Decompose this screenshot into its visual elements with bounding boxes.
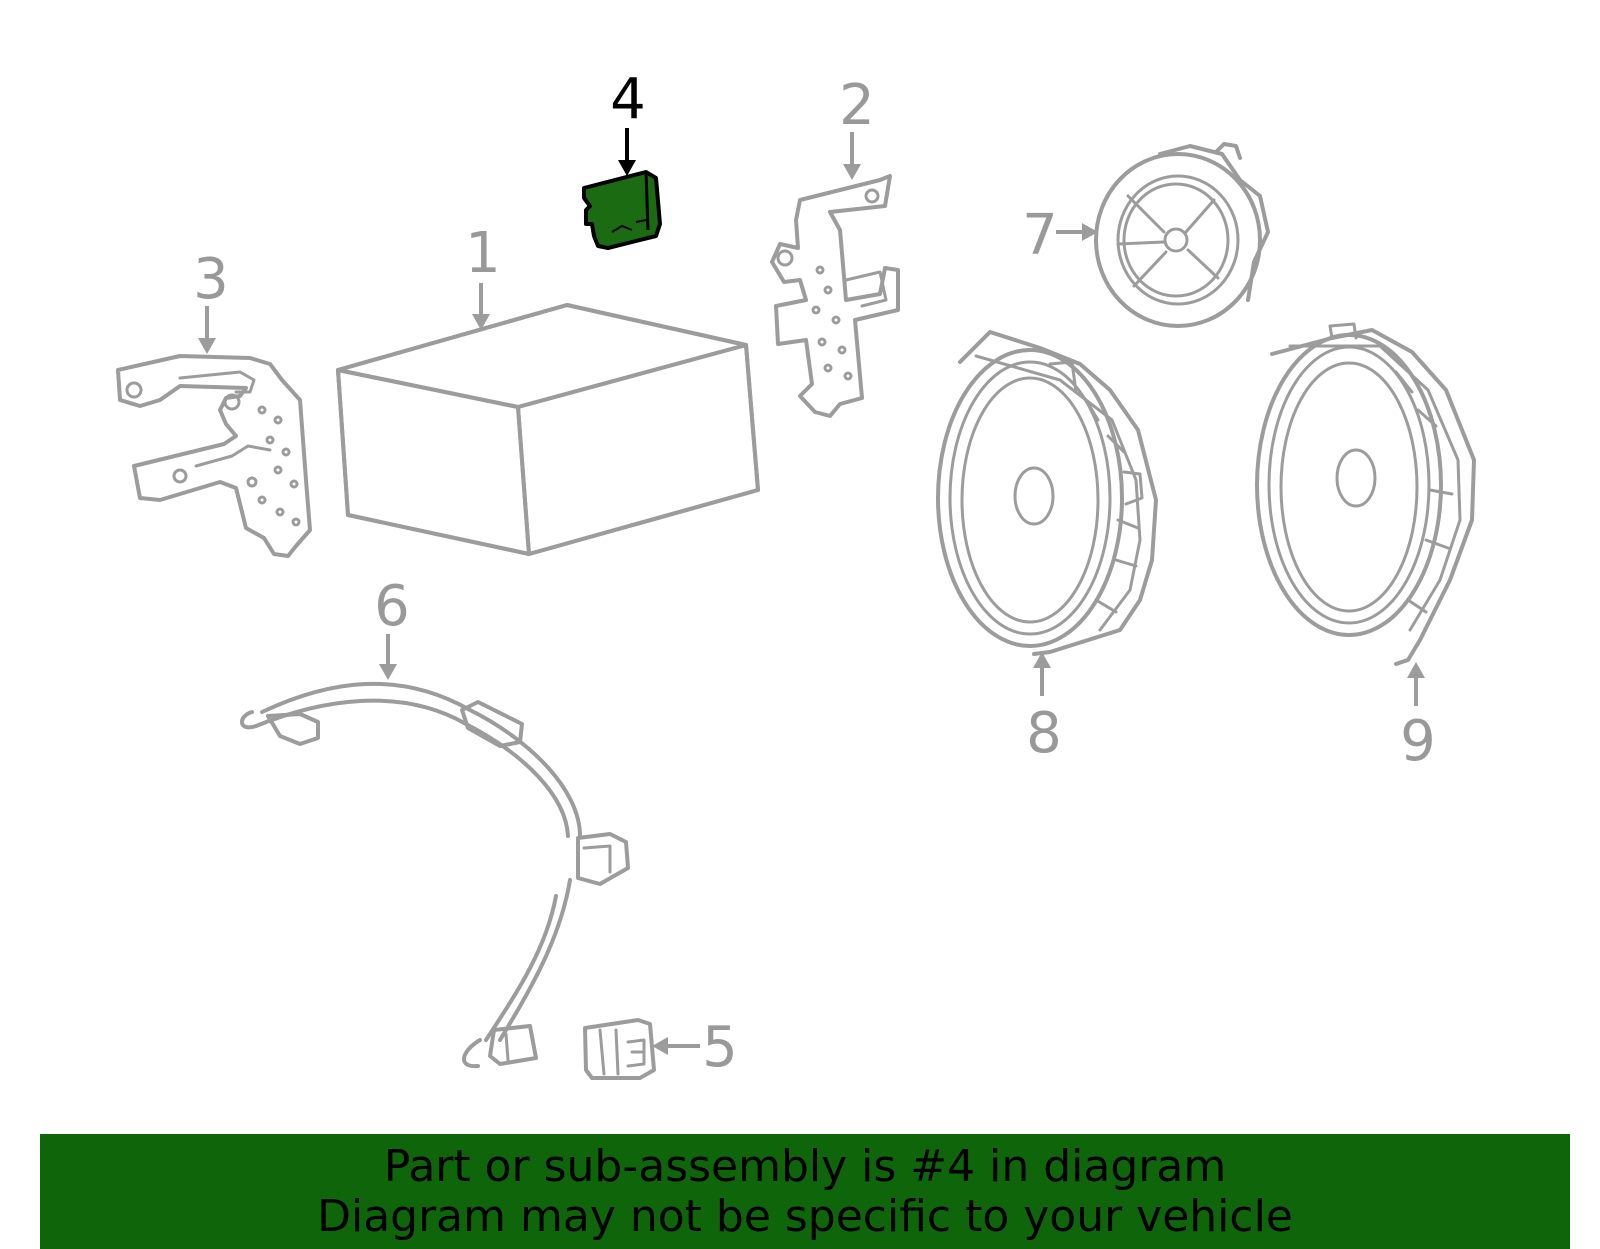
part-8-speaker[interactable] bbox=[936, 330, 1158, 656]
callout-6: 6 bbox=[374, 574, 410, 639]
callout-8: 8 bbox=[1026, 701, 1062, 766]
part-6-wiring-harness[interactable] bbox=[240, 681, 630, 1069]
part-7-tweeter[interactable] bbox=[1094, 142, 1270, 328]
part-5-connector[interactable] bbox=[583, 1018, 656, 1080]
info-banner: Part or sub-assembly is #4 in diagram Di… bbox=[40, 1134, 1570, 1249]
part-3-bracket[interactable] bbox=[116, 354, 312, 558]
banner-line-2: Diagram may not be specific to your vehi… bbox=[317, 1191, 1293, 1242]
callout-4-highlighted: 4 bbox=[610, 67, 646, 132]
callout-5: 5 bbox=[702, 1015, 738, 1080]
callout-1: 1 bbox=[465, 221, 501, 286]
callout-9: 9 bbox=[1400, 709, 1436, 774]
part-1-module-box[interactable] bbox=[336, 303, 760, 556]
callout-2: 2 bbox=[839, 73, 875, 138]
part-9-speaker[interactable] bbox=[1255, 322, 1476, 666]
callout-arrows bbox=[198, 128, 1425, 1055]
part-2-bracket[interactable] bbox=[770, 174, 900, 418]
callout-3: 3 bbox=[193, 247, 229, 312]
part-4-module-highlighted[interactable] bbox=[582, 170, 662, 250]
banner-line-1: Part or sub-assembly is #4 in diagram bbox=[383, 1141, 1227, 1192]
callout-7: 7 bbox=[1022, 203, 1058, 268]
